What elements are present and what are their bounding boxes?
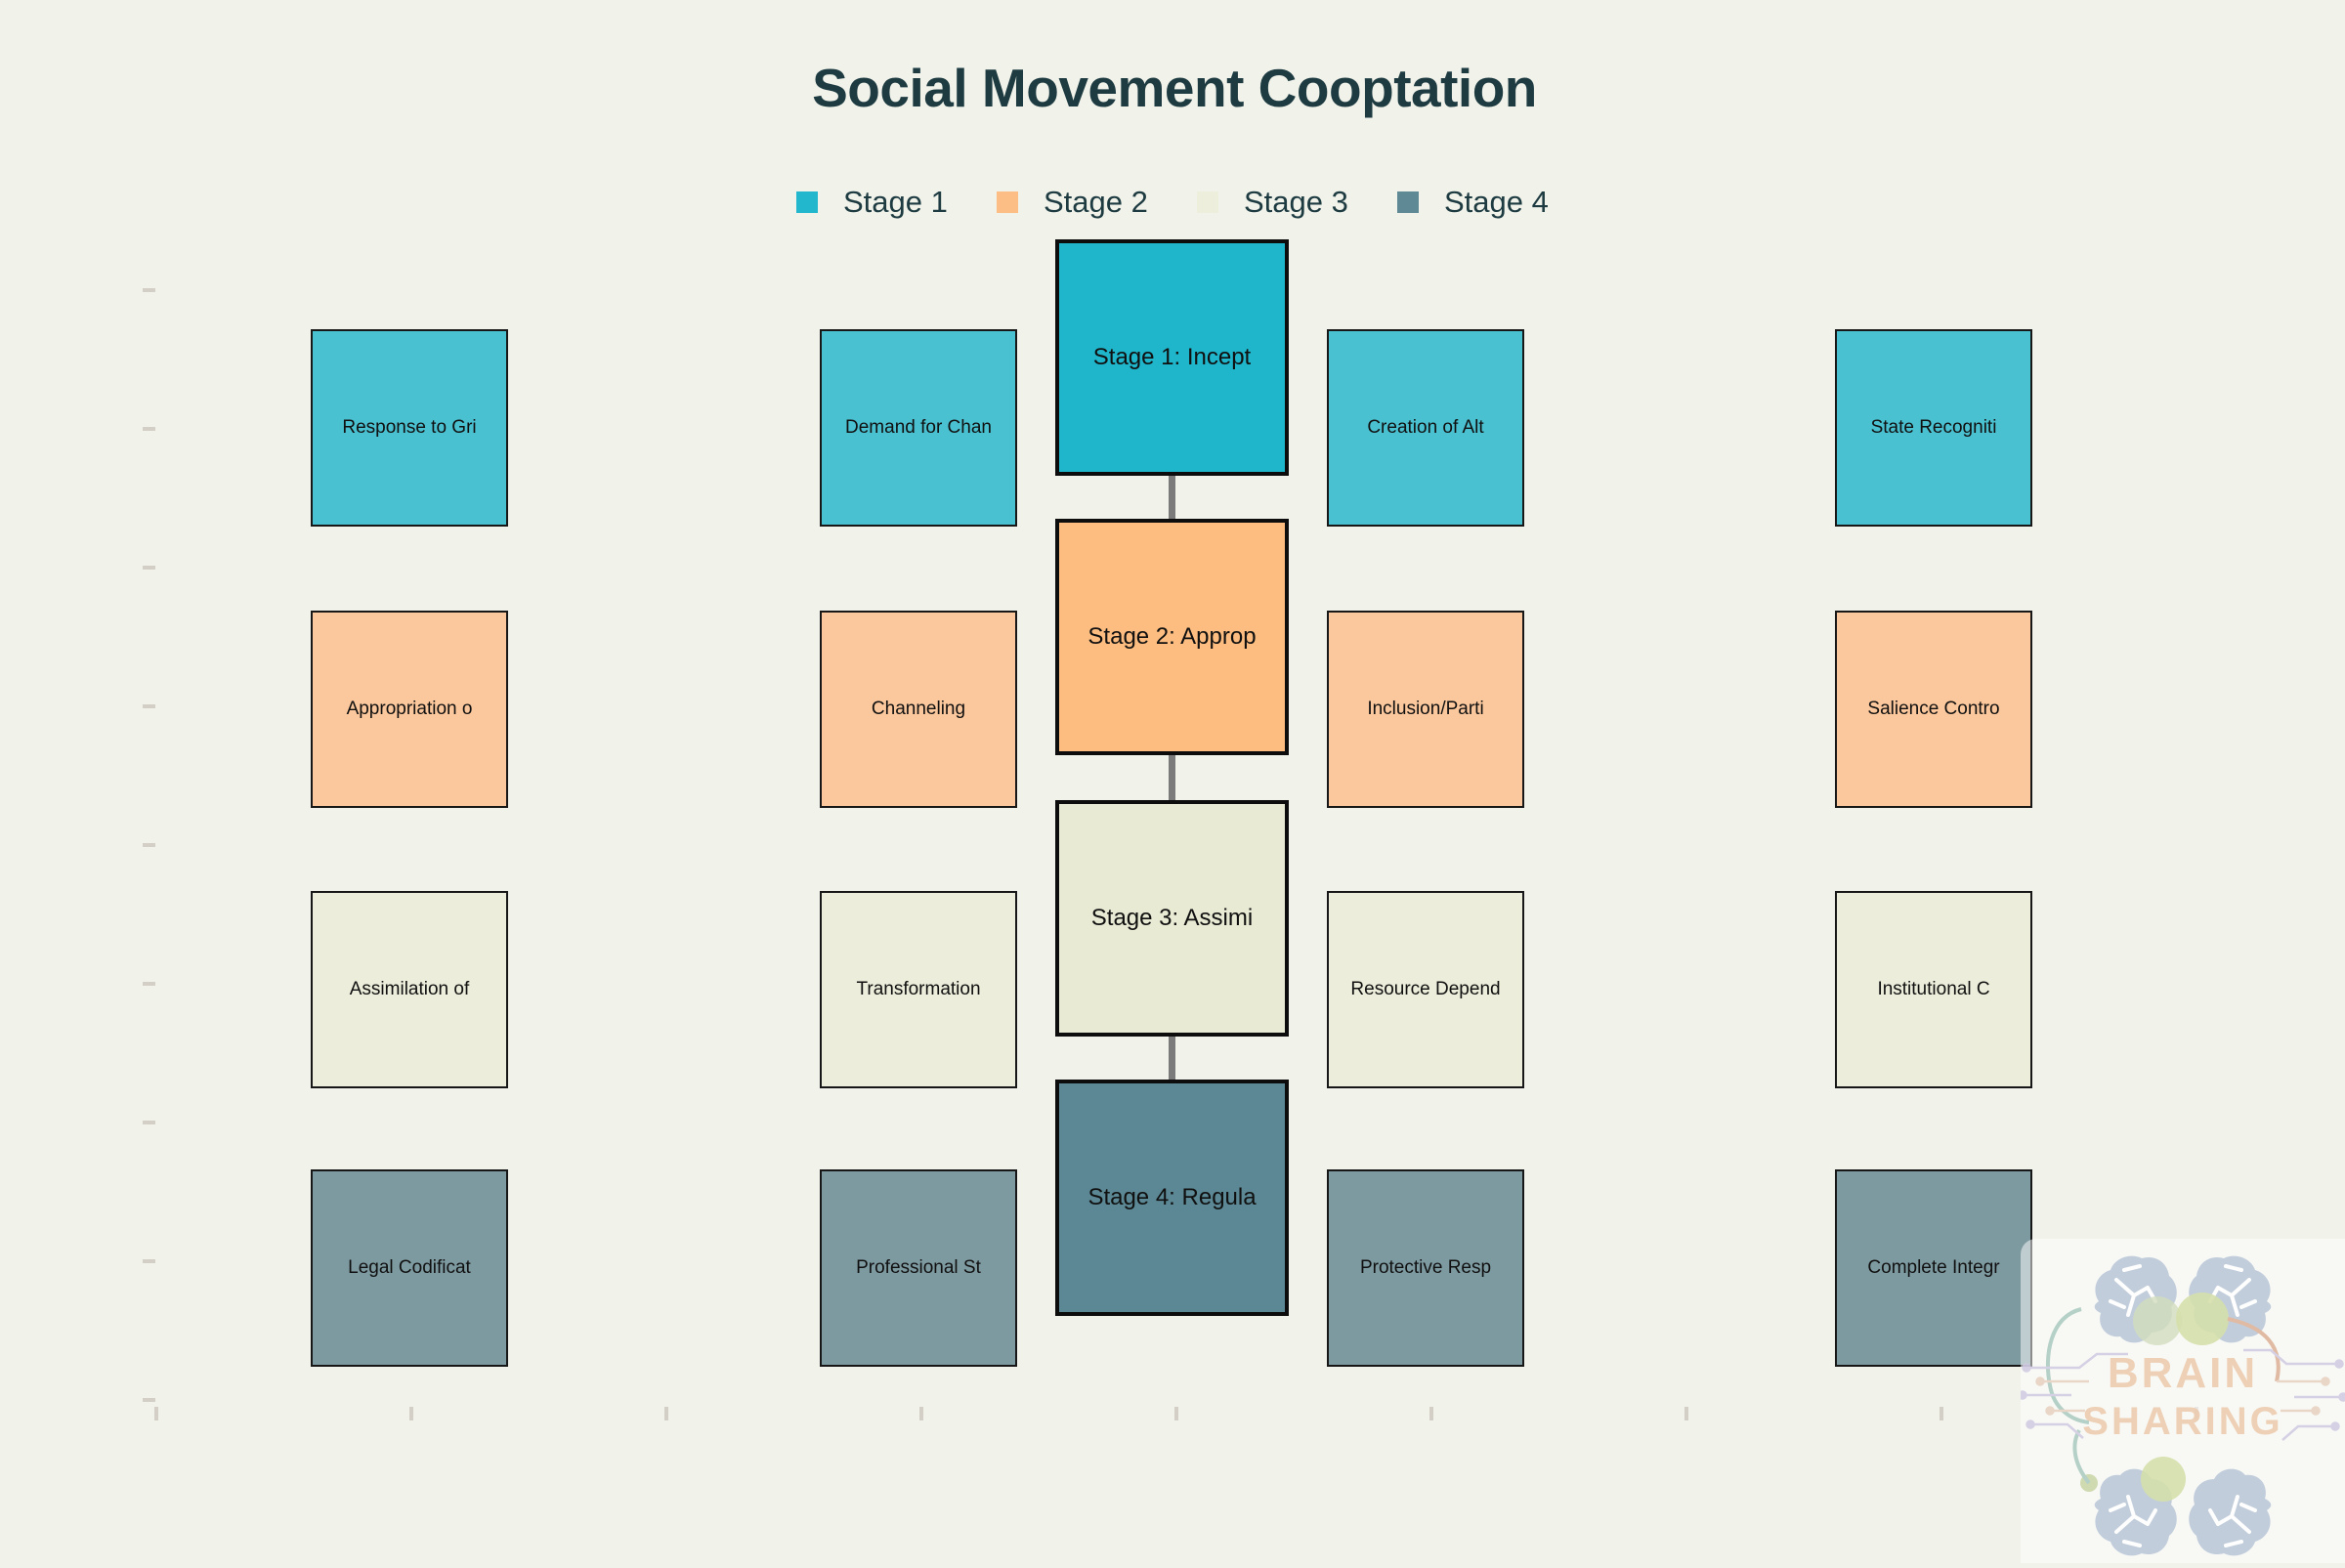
node-legal-codification: Legal Codificat	[311, 1169, 508, 1367]
x-axis-tick	[1684, 1407, 1688, 1420]
connector-stage1-stage2	[1169, 476, 1175, 519]
legend-swatch-stage1-icon	[796, 191, 818, 213]
brain-sharing-logo-icon: BRAIN SHARING	[2021, 1239, 2345, 1563]
connector-stage2-stage3	[1169, 755, 1175, 800]
legend-swatch-stage4-icon	[1397, 191, 1419, 213]
node-stage3-assimilation: Stage 3: Assimi	[1055, 800, 1289, 1037]
figure-title: Social Movement Cooptation	[0, 57, 2345, 119]
brain-sharing-watermark: BRAIN SHARING	[2021, 1239, 2345, 1563]
connector-stage3-stage4	[1169, 1037, 1175, 1080]
legend-swatch-stage2-icon	[997, 191, 1018, 213]
node-state-recognition: State Recogniti	[1835, 329, 2032, 527]
x-axis-tick	[409, 1407, 413, 1420]
node-resource-dependence: Resource Depend	[1327, 891, 1524, 1088]
watermark-line1: BRAIN	[2108, 1349, 2258, 1397]
y-axis-tick	[143, 427, 155, 431]
node-transformation: Transformation	[820, 891, 1017, 1088]
node-stage2-appropriation: Stage 2: Approp	[1055, 519, 1289, 755]
x-axis-tick	[664, 1407, 668, 1420]
legend-item-stage2: Stage 2	[997, 187, 1148, 218]
node-complete-integration: Complete Integr	[1835, 1169, 2032, 1367]
y-axis-tick	[143, 1121, 155, 1124]
legend-swatch-stage3-icon	[1197, 191, 1218, 213]
node-channeling: Channeling	[820, 611, 1017, 808]
y-axis-tick	[143, 1398, 155, 1402]
node-salience-control: Salience Contro	[1835, 611, 2032, 808]
y-axis-tick	[143, 843, 155, 847]
x-axis-tick	[919, 1407, 923, 1420]
node-response-to-grievances: Response to Gri	[311, 329, 508, 527]
legend-label-stage3: Stage 3	[1244, 185, 1348, 220]
x-axis-tick	[154, 1407, 158, 1420]
y-axis-tick	[143, 704, 155, 708]
y-axis-tick	[143, 566, 155, 570]
node-institutional-capture: Institutional C	[1835, 891, 2032, 1088]
node-inclusion-participation: Inclusion/Parti	[1327, 611, 1524, 808]
node-assimilation: Assimilation of	[311, 891, 508, 1088]
legend-item-stage4: Stage 4	[1397, 187, 1549, 218]
node-stage1-inception: Stage 1: Incept	[1055, 239, 1289, 476]
legend-label-stage2: Stage 2	[1044, 185, 1148, 220]
node-appropriation: Appropriation o	[311, 611, 508, 808]
x-axis-tick	[1174, 1407, 1178, 1420]
node-demand-for-change: Demand for Chan	[820, 329, 1017, 527]
watermark-line2: SHARING	[2082, 1400, 2282, 1443]
x-axis-tick	[1429, 1407, 1433, 1420]
y-axis-tick	[143, 982, 155, 986]
node-professional-staffing: Professional St	[820, 1169, 1017, 1367]
node-protective-response: Protective Resp	[1327, 1169, 1524, 1367]
node-stage4-regulation: Stage 4: Regula	[1055, 1080, 1289, 1316]
x-axis-tick	[1940, 1407, 1943, 1420]
legend-item-stage1: Stage 1	[796, 187, 948, 218]
y-axis-tick	[143, 288, 155, 292]
node-creation-of-alternatives: Creation of Alt	[1327, 329, 1524, 527]
y-axis-tick	[143, 1259, 155, 1263]
legend-label-stage1: Stage 1	[843, 185, 948, 220]
legend-label-stage4: Stage 4	[1444, 185, 1549, 220]
legend-item-stage3: Stage 3	[1197, 187, 1348, 218]
